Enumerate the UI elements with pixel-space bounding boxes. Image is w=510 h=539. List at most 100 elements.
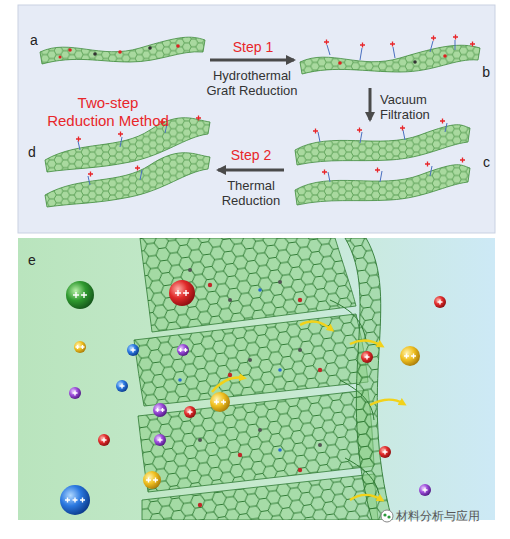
ion-spheres xyxy=(66,281,94,309)
ion-spheres xyxy=(153,403,167,417)
panel-region: e xyxy=(18,238,495,520)
graphene-sheet-a xyxy=(176,44,180,48)
membrane-stack xyxy=(298,348,302,352)
ion-spheres xyxy=(383,450,388,455)
ion-spheres xyxy=(60,485,90,515)
ion-spheres xyxy=(400,346,420,366)
panel-region: b xyxy=(296,36,494,86)
ion-spheres xyxy=(69,387,81,399)
graphene-sheet-b xyxy=(324,35,475,48)
membrane-stack xyxy=(142,474,378,520)
watermark-icon xyxy=(381,510,393,522)
ion-spheres xyxy=(76,345,85,349)
panel-letter: c xyxy=(483,154,490,170)
ion-spheres xyxy=(65,498,85,503)
ion-spheres xyxy=(177,344,189,356)
membrane-stack xyxy=(318,368,322,372)
ion-spheres xyxy=(74,341,86,353)
membrane-stack xyxy=(134,314,368,406)
step-label: Step 1 xyxy=(210,40,296,55)
ion-spheres xyxy=(210,392,230,412)
membrane-stack xyxy=(188,268,322,447)
graphene-stack-c xyxy=(318,123,447,182)
membrane-stack xyxy=(238,453,242,457)
graphene-sheet-b xyxy=(443,54,447,58)
ion-spheres xyxy=(60,485,90,515)
method-title: Two-step Reduction Method xyxy=(43,94,173,130)
process-arrow xyxy=(218,169,284,172)
ion-spheres xyxy=(184,406,196,418)
step-label: Hydrothermal Graft Reduction xyxy=(206,68,298,98)
ion-spheres xyxy=(102,438,107,443)
membrane-stack xyxy=(318,443,322,447)
ion-spheres xyxy=(153,403,167,417)
watermark: 材料分析与应用 xyxy=(396,509,496,524)
graphene-stack-c xyxy=(313,119,465,175)
membrane-stack xyxy=(138,390,374,492)
panel-region: d xyxy=(24,120,216,216)
membrane-stack xyxy=(350,340,382,346)
ion-spheres xyxy=(419,484,431,496)
bottom-panel xyxy=(18,238,495,520)
membrane-stack xyxy=(134,238,404,520)
panel-letter: d xyxy=(28,144,36,160)
graphene-sheet-a xyxy=(40,37,205,64)
membrane-stack xyxy=(298,298,302,302)
ion-spheres xyxy=(98,434,110,446)
ion-spheres xyxy=(188,410,193,415)
graphene-stack-c xyxy=(295,165,470,205)
ion-spheres xyxy=(434,296,446,308)
graphene-sheet-b xyxy=(338,61,342,65)
ion-spheres xyxy=(127,344,139,356)
ion-spheres xyxy=(131,348,136,353)
ion-spheres xyxy=(177,344,189,356)
ion-spheres xyxy=(146,478,158,483)
watermark-icon xyxy=(381,510,393,522)
ion-spheres xyxy=(169,280,195,306)
ion-spheres xyxy=(438,300,443,305)
ion-spheres xyxy=(143,471,161,489)
ion-spheres xyxy=(143,471,161,489)
ion-spheres xyxy=(179,348,188,352)
ion-spheres xyxy=(120,384,125,389)
ion-spheres xyxy=(98,434,110,446)
membrane-stack xyxy=(228,373,232,377)
membrane-stack xyxy=(330,300,380,500)
membrane-stack xyxy=(278,368,282,372)
graphene-sheet-a xyxy=(93,52,97,56)
graphene-sheet-a xyxy=(148,46,152,50)
graphene-sheet-a xyxy=(40,37,205,64)
ion-spheres xyxy=(210,392,230,412)
membrane-stack xyxy=(228,298,232,302)
membrane-stack xyxy=(178,288,282,452)
membrane-stack xyxy=(370,400,404,405)
ion-spheres xyxy=(127,344,139,356)
graphene-stack-c xyxy=(295,119,470,206)
ion-spheres xyxy=(379,446,391,458)
membrane-stack xyxy=(300,321,332,330)
graphene-sheet-a xyxy=(118,50,122,54)
ion-spheres xyxy=(66,281,94,309)
membrane-stack xyxy=(258,288,262,292)
ion-spheres xyxy=(361,351,373,363)
membrane-stack xyxy=(198,283,322,507)
top-panel xyxy=(18,5,495,233)
graphene-sheet-a xyxy=(59,56,62,59)
watermark-icon xyxy=(387,515,390,518)
membrane-stack xyxy=(178,378,182,382)
membrane-stack xyxy=(198,503,202,507)
ion-spheres xyxy=(184,406,196,418)
membrane-stack xyxy=(298,468,302,472)
ion-spheres xyxy=(423,488,428,493)
graphene-sheet-b xyxy=(413,60,417,64)
ion-spheres xyxy=(361,351,373,363)
ion-spheres xyxy=(69,387,81,399)
membrane-stack xyxy=(188,268,192,272)
ion-spheres xyxy=(116,380,128,392)
graphene-sheet-a xyxy=(68,48,72,52)
panel-letter: b xyxy=(482,64,490,80)
ion-spheres xyxy=(116,380,128,392)
ion-spheres xyxy=(169,280,195,306)
ion-spheres xyxy=(154,434,166,446)
